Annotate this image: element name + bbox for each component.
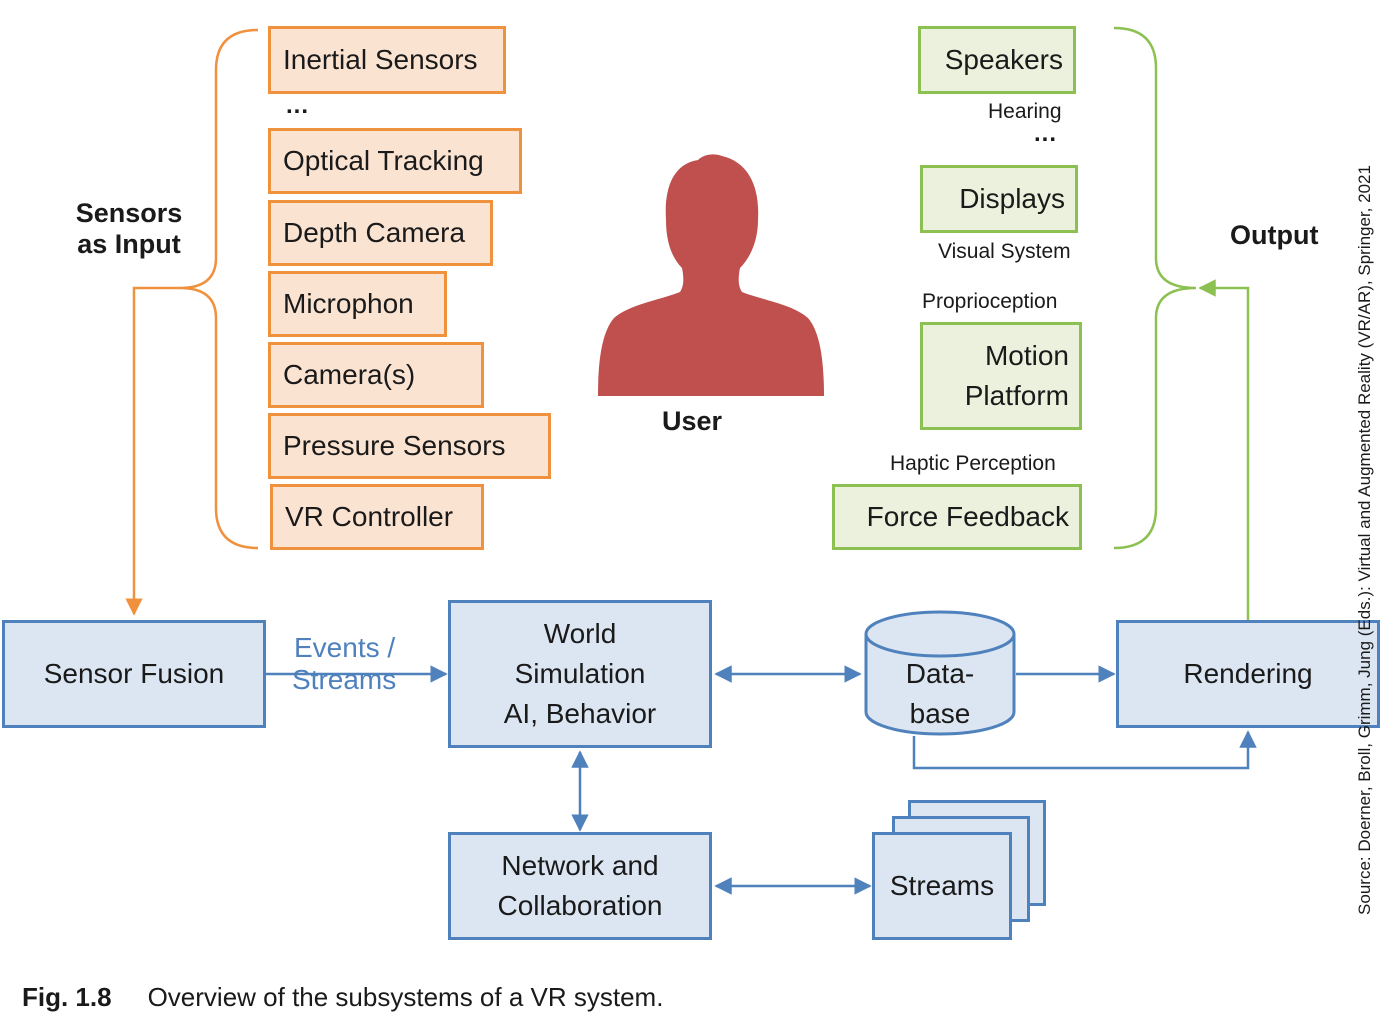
sense-hearing: Hearing [988,100,1062,123]
figure-caption: Fig. 1.8 Overview of the subsystems of a … [22,982,663,1013]
input-heading: Sensors as Input [75,198,183,259]
sensor-fusion-block: Sensor Fusion [2,620,266,728]
sense-proprioception: Proprioception [922,290,1058,313]
output-displays: Displays [920,165,1078,233]
user-label: User [662,406,723,436]
input-arrow [125,286,180,616]
sensor-cameras: Camera(s) [268,342,484,408]
output-ellipsis: ... [1034,120,1058,147]
sensor-pressure: Pressure Sensors [268,413,551,479]
output-motion-platform: Motion Platform [920,322,1082,430]
world-simulation-block: World Simulation AI, Behavior [448,600,712,748]
streams-block: Streams [872,832,1012,940]
db-rendering-lower-arrow [912,730,1257,770]
network-collaboration-block: Network and Collaboration [448,832,712,940]
sensor-microphon: Microphon [268,271,447,337]
database-label: Data- base [905,658,975,729]
figure-label: Fig. 1.8 [22,982,112,1012]
output-force-feedback: Force Feedback [832,484,1082,550]
events-streams-label: Events / Streams [292,632,397,695]
output-heading: Output [1230,220,1319,250]
output-brace [1113,26,1197,550]
input-ellipsis: ... [286,92,310,119]
user-silhouette-icon [598,154,824,396]
sensor-inertial: Inertial Sensors [268,26,506,94]
input-brace [179,28,259,550]
sensor-vr-controller: VR Controller [270,484,484,550]
database-cylinder [864,610,1016,736]
sense-visual-system: Visual System [938,240,1071,263]
output-arrow [1198,279,1250,620]
rendering-block: Rendering [1116,620,1380,728]
sense-haptic-perception: Haptic Perception [890,452,1056,475]
figure-caption-text: Overview of the subsystems of a VR syste… [147,982,664,1012]
sensor-optical-tracking: Optical Tracking [268,128,522,194]
sensor-depth-camera: Depth Camera [268,200,493,266]
source-credit: Source: Doerner, Broll, Grimm, Jung (Eds… [1355,165,1374,915]
output-speakers: Speakers [918,26,1076,94]
